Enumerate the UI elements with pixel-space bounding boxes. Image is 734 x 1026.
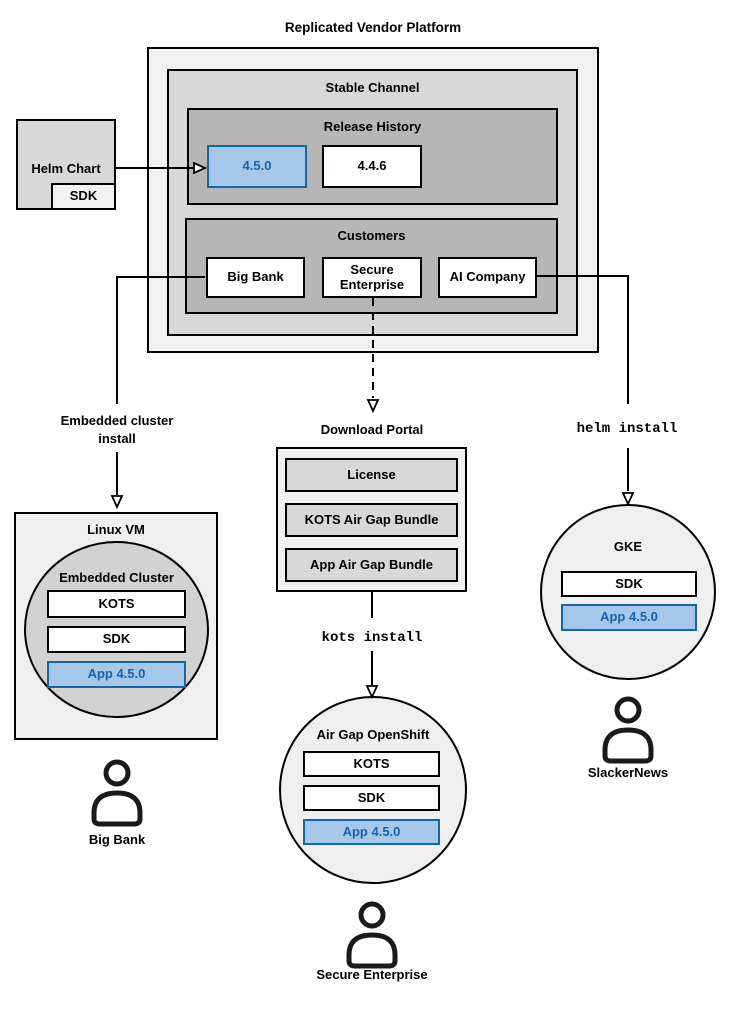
arrowhead-into-download-portal	[366, 399, 380, 414]
gke-stack-app: App 4.5.0	[561, 604, 697, 631]
customer-box-secure-enterprise: Secure Enterprise	[322, 257, 422, 298]
user-icon	[346, 901, 398, 969]
user-label-slackernews: SlackerNews	[587, 765, 669, 780]
portal-item-app-airgap-bundle: App Air Gap Bundle	[285, 548, 458, 582]
release-history-label: Release History	[323, 119, 422, 134]
portal-item-kots-airgap-bundle: KOTS Air Gap Bundle	[285, 503, 458, 537]
flow-label-helm-install: helm install	[576, 421, 678, 437]
gke-label: GKE	[613, 539, 643, 554]
helm-chart-sdk-box: SDK	[51, 183, 116, 210]
release-box-4-4-6: 4.4.6	[322, 145, 422, 188]
diagram-title: Replicated Vendor Platform	[284, 20, 462, 35]
airgap-stack-app: App 4.5.0	[303, 819, 440, 845]
airgap-stack-sdk: SDK	[303, 785, 440, 811]
linux-vm-stack-kots: KOTS	[47, 590, 186, 618]
linux-vm-stack-sdk: SDK	[47, 626, 186, 653]
stable-channel-label: Stable Channel	[325, 80, 420, 95]
user-label-big-bank: Big Bank	[88, 832, 146, 847]
user-label-secure-enterprise: Secure Enterprise	[316, 967, 428, 982]
customer-box-ai-company: AI Company	[438, 257, 537, 298]
download-portal-label: Download Portal	[320, 422, 424, 437]
user-icon	[602, 696, 654, 764]
user-icon	[91, 759, 143, 827]
arrowhead-into-linux-vm	[110, 495, 124, 510]
gke-stack-sdk: SDK	[561, 571, 697, 597]
flow-label-kots-install: kots install	[321, 630, 423, 646]
airgap-stack-kots: KOTS	[303, 751, 440, 777]
arrowhead-into-gke	[621, 492, 635, 507]
linux-vm-label: Linux VM	[87, 522, 145, 537]
airgap-openshift-label: Air Gap OpenShift	[316, 727, 430, 742]
helm-chart-label: Helm Chart	[31, 161, 101, 176]
release-box-4-5-0: 4.5.0	[207, 145, 307, 188]
flow-label-embedded-cluster-install: Embedded cluster install	[60, 413, 174, 446]
customer-box-big-bank: Big Bank	[206, 257, 305, 298]
portal-item-license: License	[285, 458, 458, 492]
linux-vm-stack-app: App 4.5.0	[47, 661, 186, 688]
embedded-cluster-label: Embedded Cluster	[59, 570, 174, 585]
customers-label: Customers	[337, 228, 406, 243]
